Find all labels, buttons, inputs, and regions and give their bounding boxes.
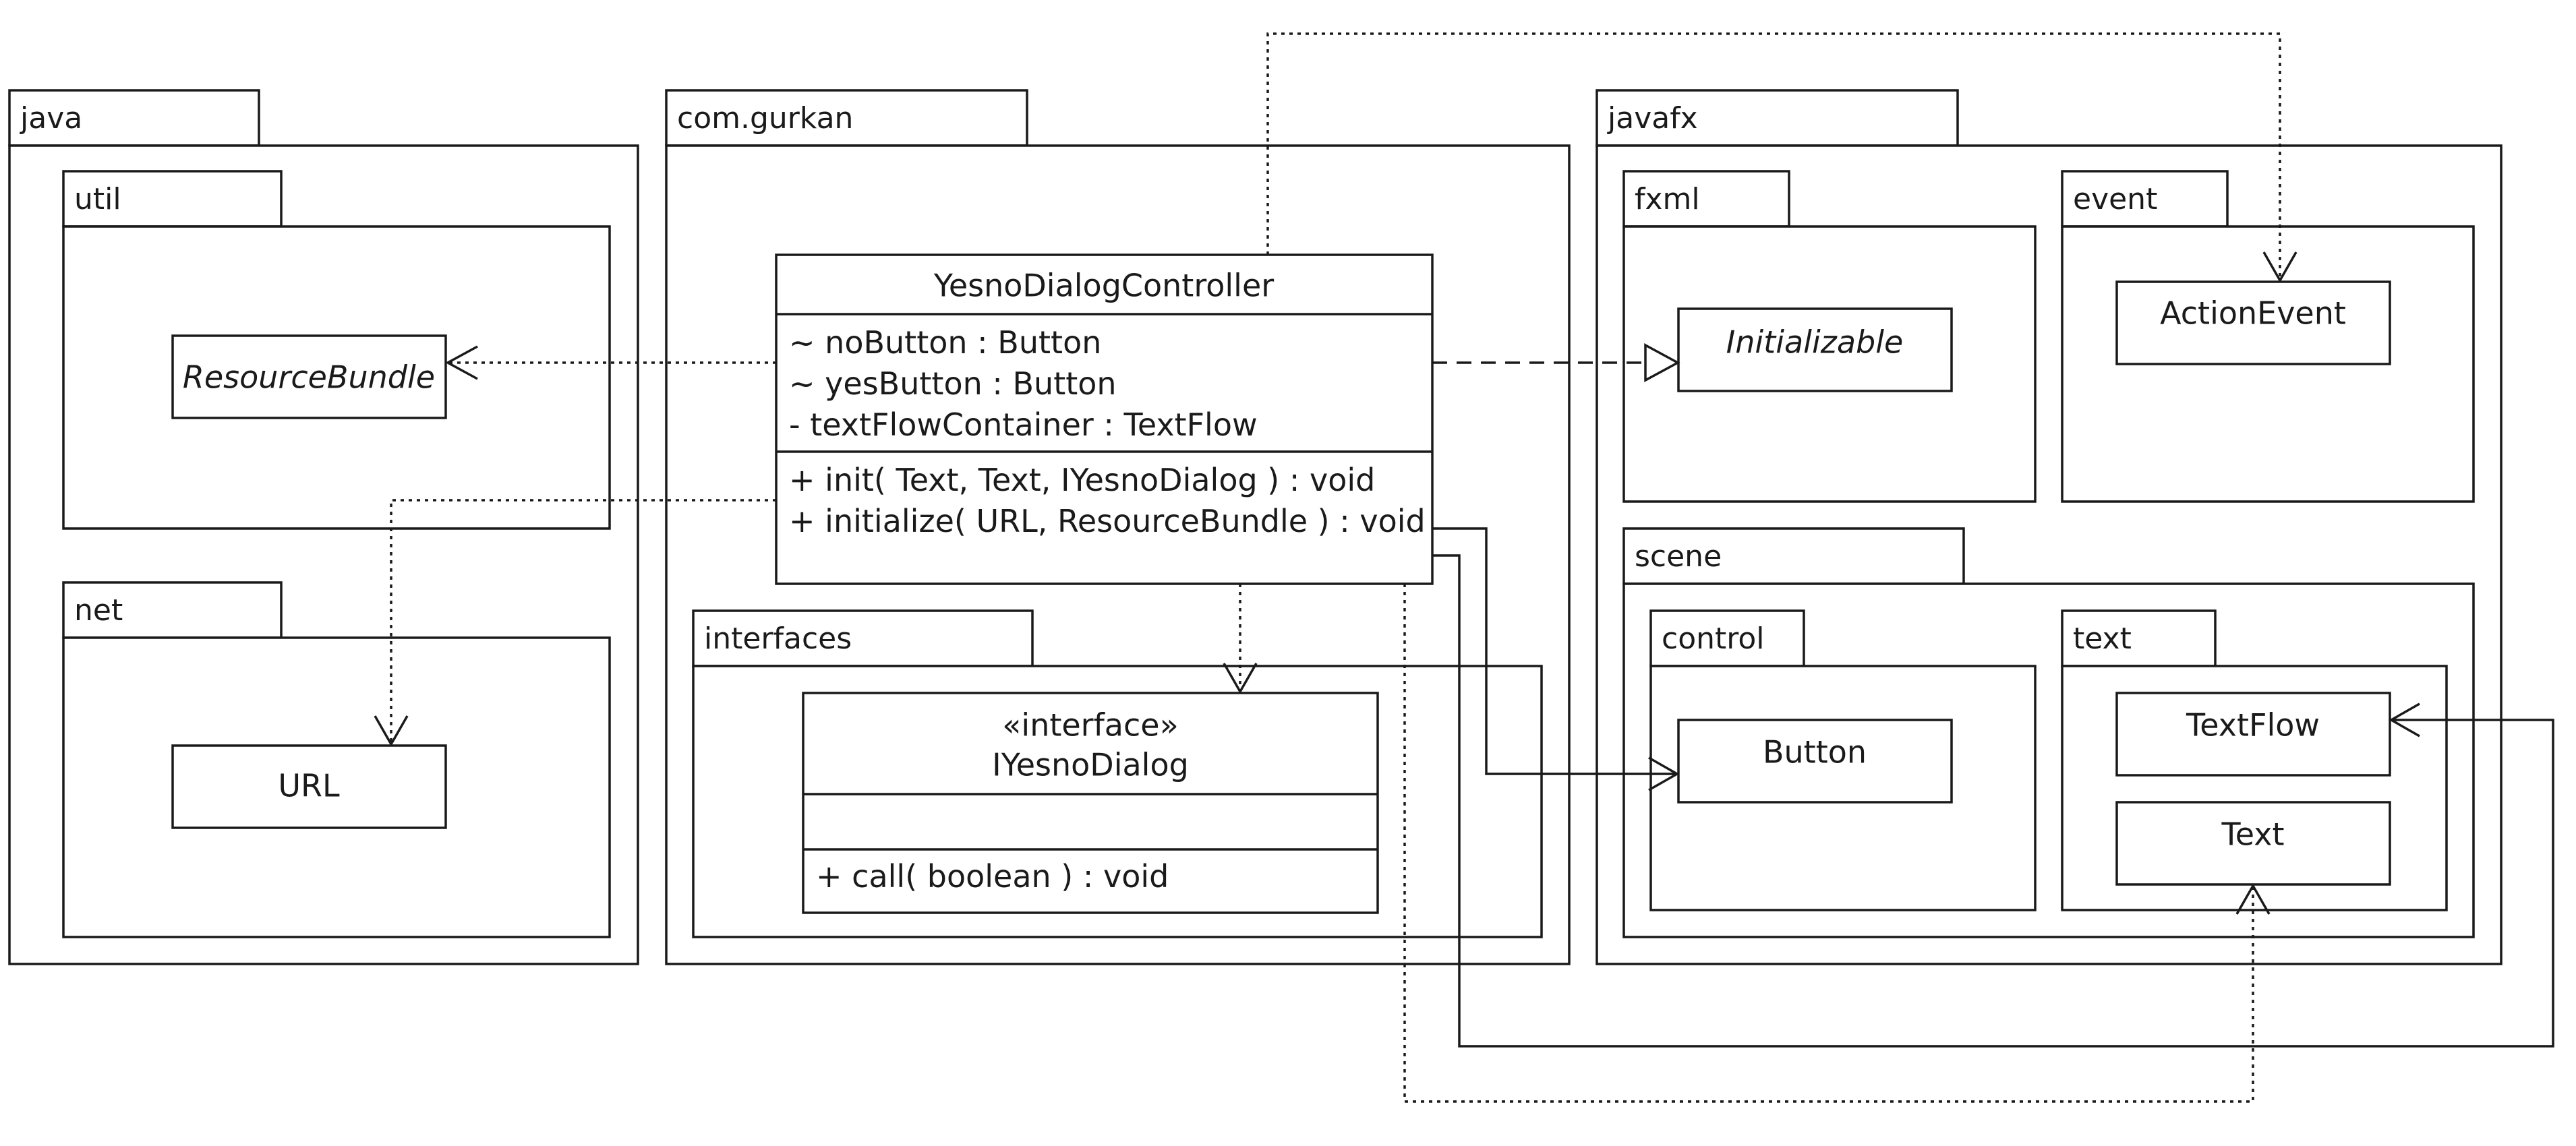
class-button-box — [1677, 719, 1953, 804]
package-control-label: control — [1662, 622, 1765, 656]
open-arrowhead — [2389, 702, 2420, 737]
class-action-event-box — [2115, 280, 2391, 365]
class-action-event: ActionEvent — [2115, 280, 2391, 365]
class-controller-attribute: ~ noButton : Button — [789, 324, 1101, 361]
association-controller-button — [1432, 527, 1680, 791]
package-util-label: util — [74, 182, 121, 216]
class-controller-attribute: - textFlowContainer : TextFlow — [789, 406, 1258, 443]
class-text: Text — [2115, 801, 2391, 886]
dependency-controller-text — [1403, 584, 2271, 1103]
class-url-name: URL — [278, 768, 340, 804]
class-button: Button — [1677, 719, 1953, 804]
open-arrowhead — [2235, 883, 2271, 915]
class-initializable-name: Initializable — [1726, 324, 1904, 361]
class-iyesno-name: IYesnoDialog — [992, 747, 1189, 783]
package-text-label: text — [2073, 622, 2132, 656]
class-controller-attribute: ~ yesButton : Button — [789, 365, 1117, 402]
class-resource-bundle: ResourceBundle — [171, 334, 447, 419]
dependency-controller-action-event — [1266, 32, 2297, 283]
class-textflow-box — [2115, 692, 2391, 777]
class-controller-operation: + initialize( URL, ResourceBundle ) : vo… — [789, 503, 1426, 539]
class-initializable: Initializable — [1677, 307, 1953, 392]
package-com-gurkan-tab — [665, 89, 1028, 147]
open-arrowhead — [1223, 663, 1258, 694]
association-controller-textflow — [1432, 554, 2554, 1048]
class-iyesno-dialog: «interface» IYesnoDialog + call( boolean… — [802, 692, 1379, 914]
dependency-controller-resource-bundle — [445, 345, 776, 380]
open-arrowhead — [374, 715, 409, 747]
package-java-label: java — [20, 101, 82, 135]
class-iyesno-box — [802, 692, 1379, 914]
open-arrowhead — [1648, 756, 1680, 791]
package-net-tab — [62, 581, 283, 639]
class-url: URL — [171, 744, 447, 829]
open-arrowhead — [445, 345, 478, 380]
class-iyesno-operation: + call( boolean ) : void — [816, 858, 1169, 895]
package-javafx-label: javafx — [1607, 101, 1698, 135]
package-javafx-tab — [1596, 89, 1959, 147]
package-event-tab — [2061, 170, 2229, 228]
class-controller-name: YesnoDialogController — [933, 268, 1274, 304]
class-button-name: Button — [1763, 734, 1867, 771]
package-fxml-label: fxml — [1635, 182, 1700, 216]
class-controller-operation: + init( Text, Text, IYesnoDialog ) : voi… — [789, 462, 1375, 498]
package-interfaces-label: interfaces — [704, 622, 852, 656]
package-com-gurkan-label: com.gurkan — [677, 101, 853, 135]
class-resource-bundle-box — [171, 334, 447, 419]
dependency-controller-iyesno — [1223, 584, 1258, 694]
triangle-arrowhead — [1644, 343, 1680, 382]
class-iyesno-stereotype: «interface» — [1002, 707, 1178, 744]
class-action-event-name: ActionEvent — [2160, 295, 2346, 332]
class-textflow: TextFlow — [2115, 692, 2391, 777]
package-net-label: net — [74, 593, 123, 628]
package-control-tab — [1649, 609, 1805, 667]
class-text-name: Text — [2221, 816, 2284, 853]
open-arrowhead — [2262, 251, 2297, 283]
class-resource-bundle-name: ResourceBundle — [183, 359, 435, 396]
package-util-tab — [62, 170, 283, 228]
package-java-tab — [8, 89, 260, 147]
package-scene-tab — [1622, 527, 1965, 585]
class-textflow-name: TextFlow — [2186, 707, 2320, 744]
package-event-label: event — [2073, 182, 2157, 216]
class-yesno-dialog-controller: YesnoDialogController ~ noButton : Butto… — [775, 253, 1434, 585]
class-url-box — [171, 744, 447, 829]
class-text-box — [2115, 801, 2391, 886]
realization-controller-initializable — [1432, 343, 1680, 382]
class-controller-box — [775, 253, 1434, 585]
package-scene-label: scene — [1635, 539, 1722, 574]
class-initializable-box — [1677, 307, 1953, 392]
dependency-controller-url — [374, 499, 776, 747]
